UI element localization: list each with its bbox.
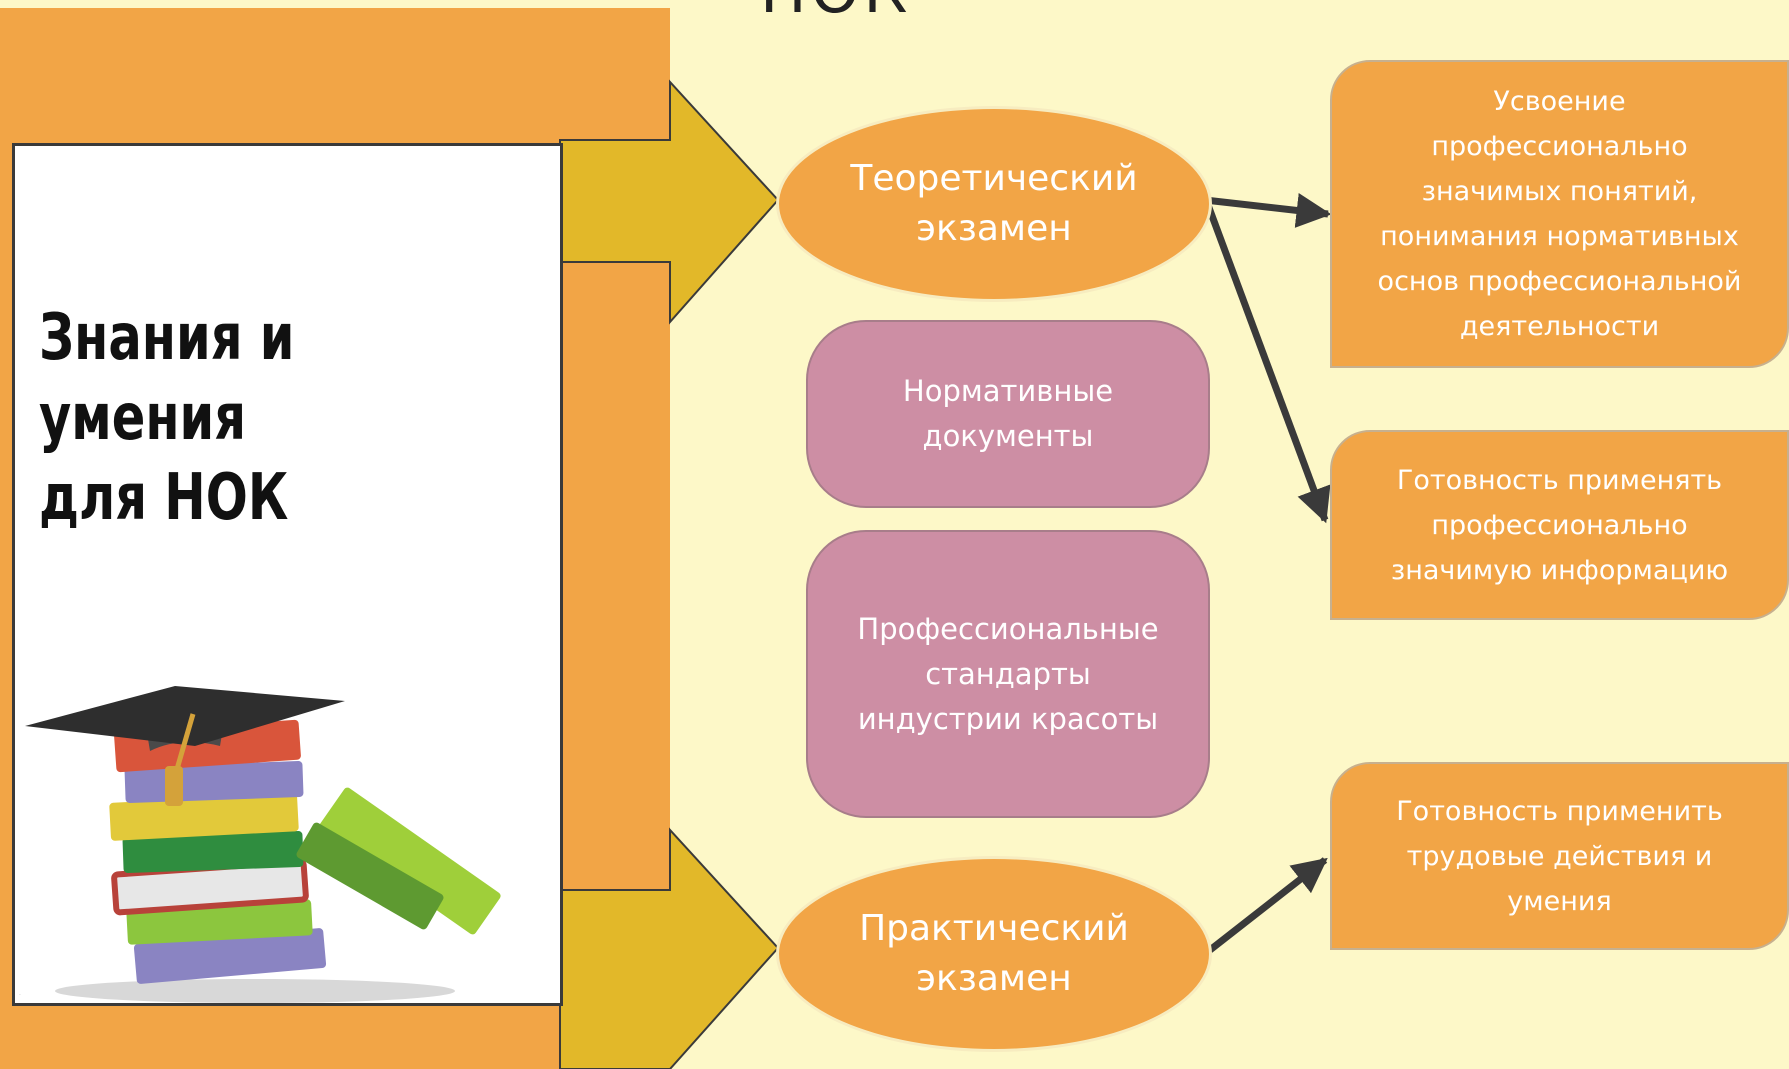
connector-theory-to-information: [1204, 203, 1331, 524]
slide-title: НОК: [760, 0, 911, 27]
professional-standards-node: Профессиональные стандарты индустрии кра…: [806, 530, 1210, 818]
outcome-concepts: Усвоение профессионально значимых поняти…: [1330, 60, 1789, 368]
block-arrow-practice: [559, 827, 780, 1069]
theory-exam-node: Теоретический экзамен: [776, 106, 1212, 302]
block-arrow-theory: [559, 79, 780, 325]
graduation-cap-books-icon: [25, 686, 501, 1003]
image-watermark: ·: [19, 992, 21, 999]
outcome-actions: Готовность применить трудовые действия и…: [1330, 762, 1789, 950]
outcome-information: Готовность применять профессионально зна…: [1330, 430, 1789, 620]
card-title: Знания и умения для НОК: [39, 301, 295, 535]
connector-theory-to-concepts: [1204, 193, 1332, 228]
connector-practice-to-actions: [1207, 857, 1328, 953]
knowledge-card: Знания и умения для НОК ·: [12, 143, 563, 1006]
practice-exam-node: Практический экзамен: [776, 856, 1212, 1052]
normative-documents-node: Нормативные документы: [806, 320, 1210, 508]
